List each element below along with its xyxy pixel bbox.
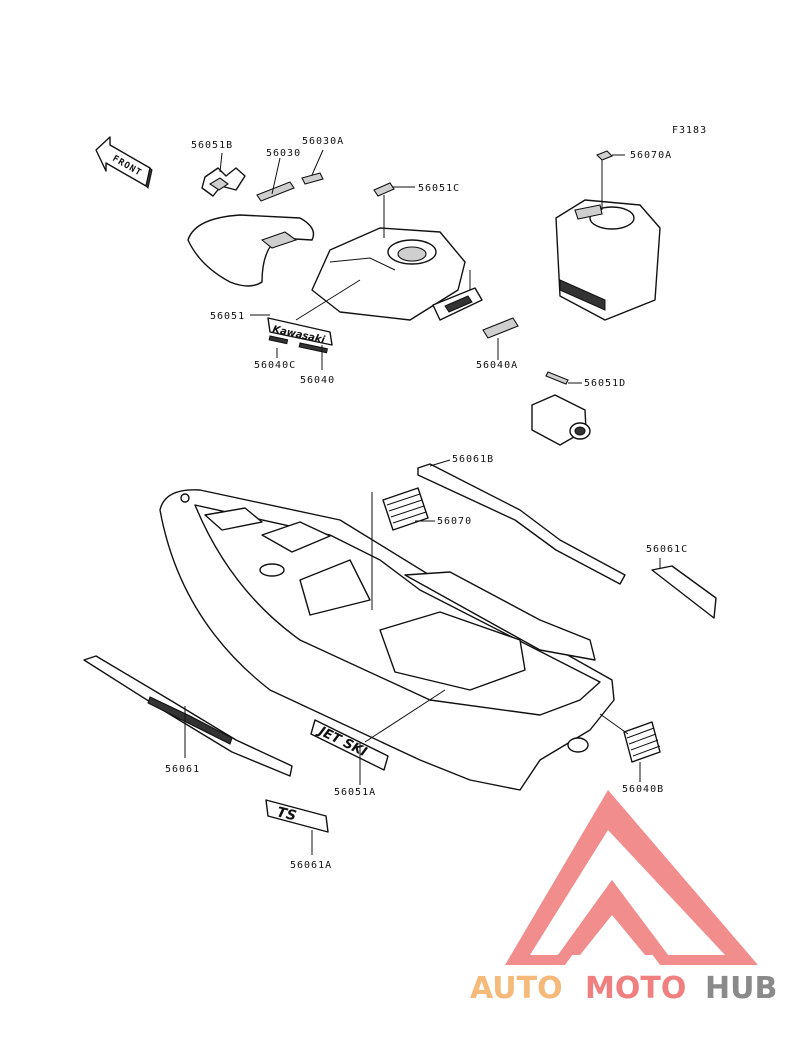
watermark-logo-icon bbox=[505, 790, 758, 965]
callout-56040a: 56040A bbox=[476, 360, 518, 371]
callout-56030: 56030 bbox=[266, 148, 301, 159]
callout-56061: 56061 bbox=[165, 764, 200, 775]
decal-56070a bbox=[596, 150, 613, 161]
pump-part bbox=[531, 371, 591, 446]
ts-text: TS bbox=[275, 804, 298, 824]
decal-56030a bbox=[301, 172, 324, 185]
callout-56070a: 56070A bbox=[630, 150, 672, 161]
decal-56051d bbox=[545, 371, 569, 385]
callout-56070: 56070 bbox=[437, 516, 472, 527]
watermark-auto: AUTO bbox=[470, 971, 563, 1006]
callout-56051: 56051 bbox=[210, 311, 245, 322]
callout-56040c: 56040C bbox=[254, 360, 296, 371]
decal-56051b bbox=[201, 167, 246, 197]
vent-decal-56040b bbox=[623, 721, 661, 763]
rear-seat-cover bbox=[187, 214, 315, 287]
vent-decal-56070 bbox=[382, 487, 429, 531]
decal-56040a bbox=[482, 317, 519, 339]
side-bracket bbox=[432, 287, 483, 321]
stripe-56061c bbox=[651, 565, 717, 619]
callout-56061b: 56061B bbox=[452, 454, 494, 465]
callout-56051d: 56051D bbox=[584, 378, 626, 389]
callout-56030a: 56030A bbox=[302, 136, 344, 147]
callout-56061c: 56061C bbox=[646, 544, 688, 555]
watermark-text: AUTO MOTO HUB bbox=[470, 971, 777, 1006]
ts-decal: TS bbox=[265, 799, 329, 833]
decal-56051c bbox=[373, 182, 395, 197]
callout-56040: 56040 bbox=[300, 375, 335, 386]
callout-56051b: 56051B bbox=[191, 140, 233, 151]
callout-56061a: 56061A bbox=[290, 860, 332, 871]
decal-56030 bbox=[256, 181, 295, 202]
storage-box bbox=[555, 150, 661, 321]
watermark-moto: MOTO bbox=[585, 971, 686, 1006]
hull bbox=[159, 489, 615, 791]
front-arrow-icon: FRONT bbox=[95, 136, 153, 189]
callout-56051c: 56051C bbox=[418, 183, 460, 194]
callout-56051a: 56051A bbox=[334, 787, 376, 798]
callout-56040b: 56040B bbox=[622, 784, 664, 795]
engine-hood bbox=[311, 227, 466, 321]
watermark-hub: HUB bbox=[705, 971, 777, 1006]
leader-lines bbox=[184, 149, 661, 855]
kawasaki-decal: Kawasaki bbox=[267, 317, 333, 354]
figure-code: F3183 bbox=[672, 125, 707, 136]
callout-labels: 56051B 56030 56030A 56070A 56051C 56051 … bbox=[165, 136, 688, 871]
stripe-56061b bbox=[417, 463, 626, 585]
